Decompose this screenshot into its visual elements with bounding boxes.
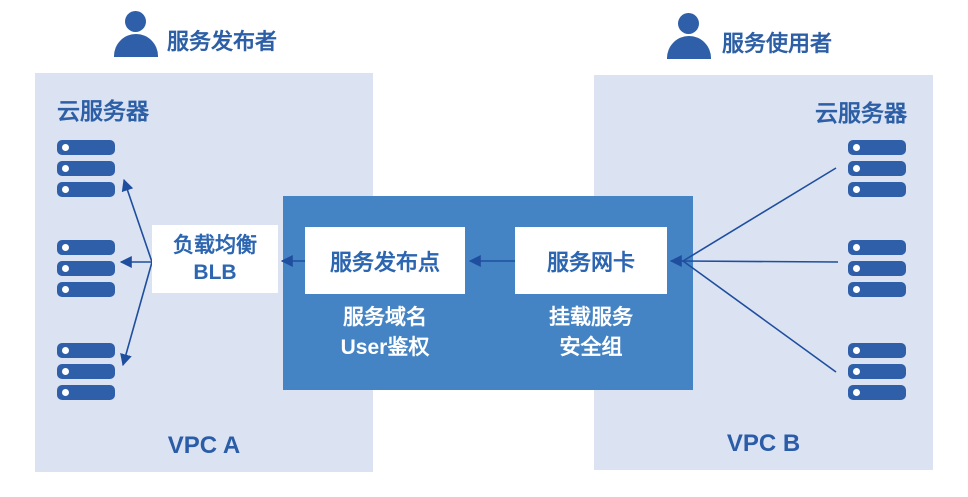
server-led-dot <box>62 347 69 354</box>
person-icon <box>667 13 711 59</box>
server-bar <box>848 343 906 358</box>
person-head-icon <box>678 13 699 34</box>
publish-point-caption-line1: 服务域名 <box>343 306 427 329</box>
server-led-dot <box>853 389 860 396</box>
server-led-dot <box>853 265 860 272</box>
server-led-dot <box>853 286 860 293</box>
server-led-dot <box>62 265 69 272</box>
person-body-icon <box>114 34 158 57</box>
server-bar <box>848 240 906 255</box>
blb-label-line1: 负载均衡 <box>173 234 257 257</box>
server-led-dot <box>62 186 69 193</box>
server-led-dot <box>853 347 860 354</box>
server-led-dot <box>62 286 69 293</box>
server-bar <box>57 261 115 276</box>
service-nic-caption-line1: 挂载服务 <box>549 306 633 329</box>
server-led-dot <box>62 244 69 251</box>
server-bar <box>848 364 906 379</box>
server-led-dot <box>62 389 69 396</box>
service-publish-point-node: 服务发布点 <box>305 227 465 294</box>
server-bar <box>57 364 115 379</box>
server-led-dot <box>853 244 860 251</box>
vpc-a-server-group-label: 云服务器 <box>57 98 149 124</box>
blb-label-line2: BLB <box>193 261 237 284</box>
server-led-dot <box>853 165 860 172</box>
server-icon <box>848 240 906 303</box>
service-nic-caption: 挂载服务 安全组 <box>515 303 667 363</box>
service-nic-node: 服务网卡 <box>515 227 667 294</box>
vpc-b-name: VPC B <box>726 430 801 457</box>
server-icon <box>848 140 906 203</box>
server-led-dot <box>853 144 860 151</box>
server-bar <box>848 182 906 197</box>
server-led-dot <box>853 186 860 193</box>
vpc-b-server-group-label: 云服务器 <box>815 100 907 126</box>
server-led-dot <box>62 368 69 375</box>
person-icon <box>114 11 158 57</box>
server-bar <box>57 161 115 176</box>
server-bar <box>57 240 115 255</box>
server-bar <box>57 140 115 155</box>
server-bar <box>848 385 906 400</box>
server-icon <box>57 140 115 203</box>
publisher-label: 服务发布者 <box>167 29 278 54</box>
server-bar <box>57 385 115 400</box>
server-bar <box>57 182 115 197</box>
service-nic-caption-line2: 安全组 <box>559 336 623 359</box>
server-bar <box>848 261 906 276</box>
server-icon <box>848 343 906 406</box>
publish-point-caption: 服务域名 User鉴权 <box>305 303 465 363</box>
vpc-a-name: VPC A <box>167 432 241 459</box>
server-led-dot <box>853 368 860 375</box>
server-bar <box>57 343 115 358</box>
server-bar <box>57 282 115 297</box>
blb-node: 负载均衡 BLB <box>152 225 278 293</box>
server-bar <box>848 282 906 297</box>
person-head-icon <box>125 11 146 32</box>
server-icon <box>57 343 115 406</box>
server-bar <box>848 161 906 176</box>
service-publish-point-label: 服务发布点 <box>329 249 440 275</box>
publish-point-caption-line2: User鉴权 <box>340 336 430 359</box>
server-icon <box>57 240 115 303</box>
server-bar <box>848 140 906 155</box>
server-led-dot <box>62 144 69 151</box>
server-led-dot <box>62 165 69 172</box>
person-body-icon <box>667 36 711 59</box>
service-nic-label: 服务网卡 <box>546 249 635 275</box>
consumer-label: 服务使用者 <box>722 31 833 56</box>
